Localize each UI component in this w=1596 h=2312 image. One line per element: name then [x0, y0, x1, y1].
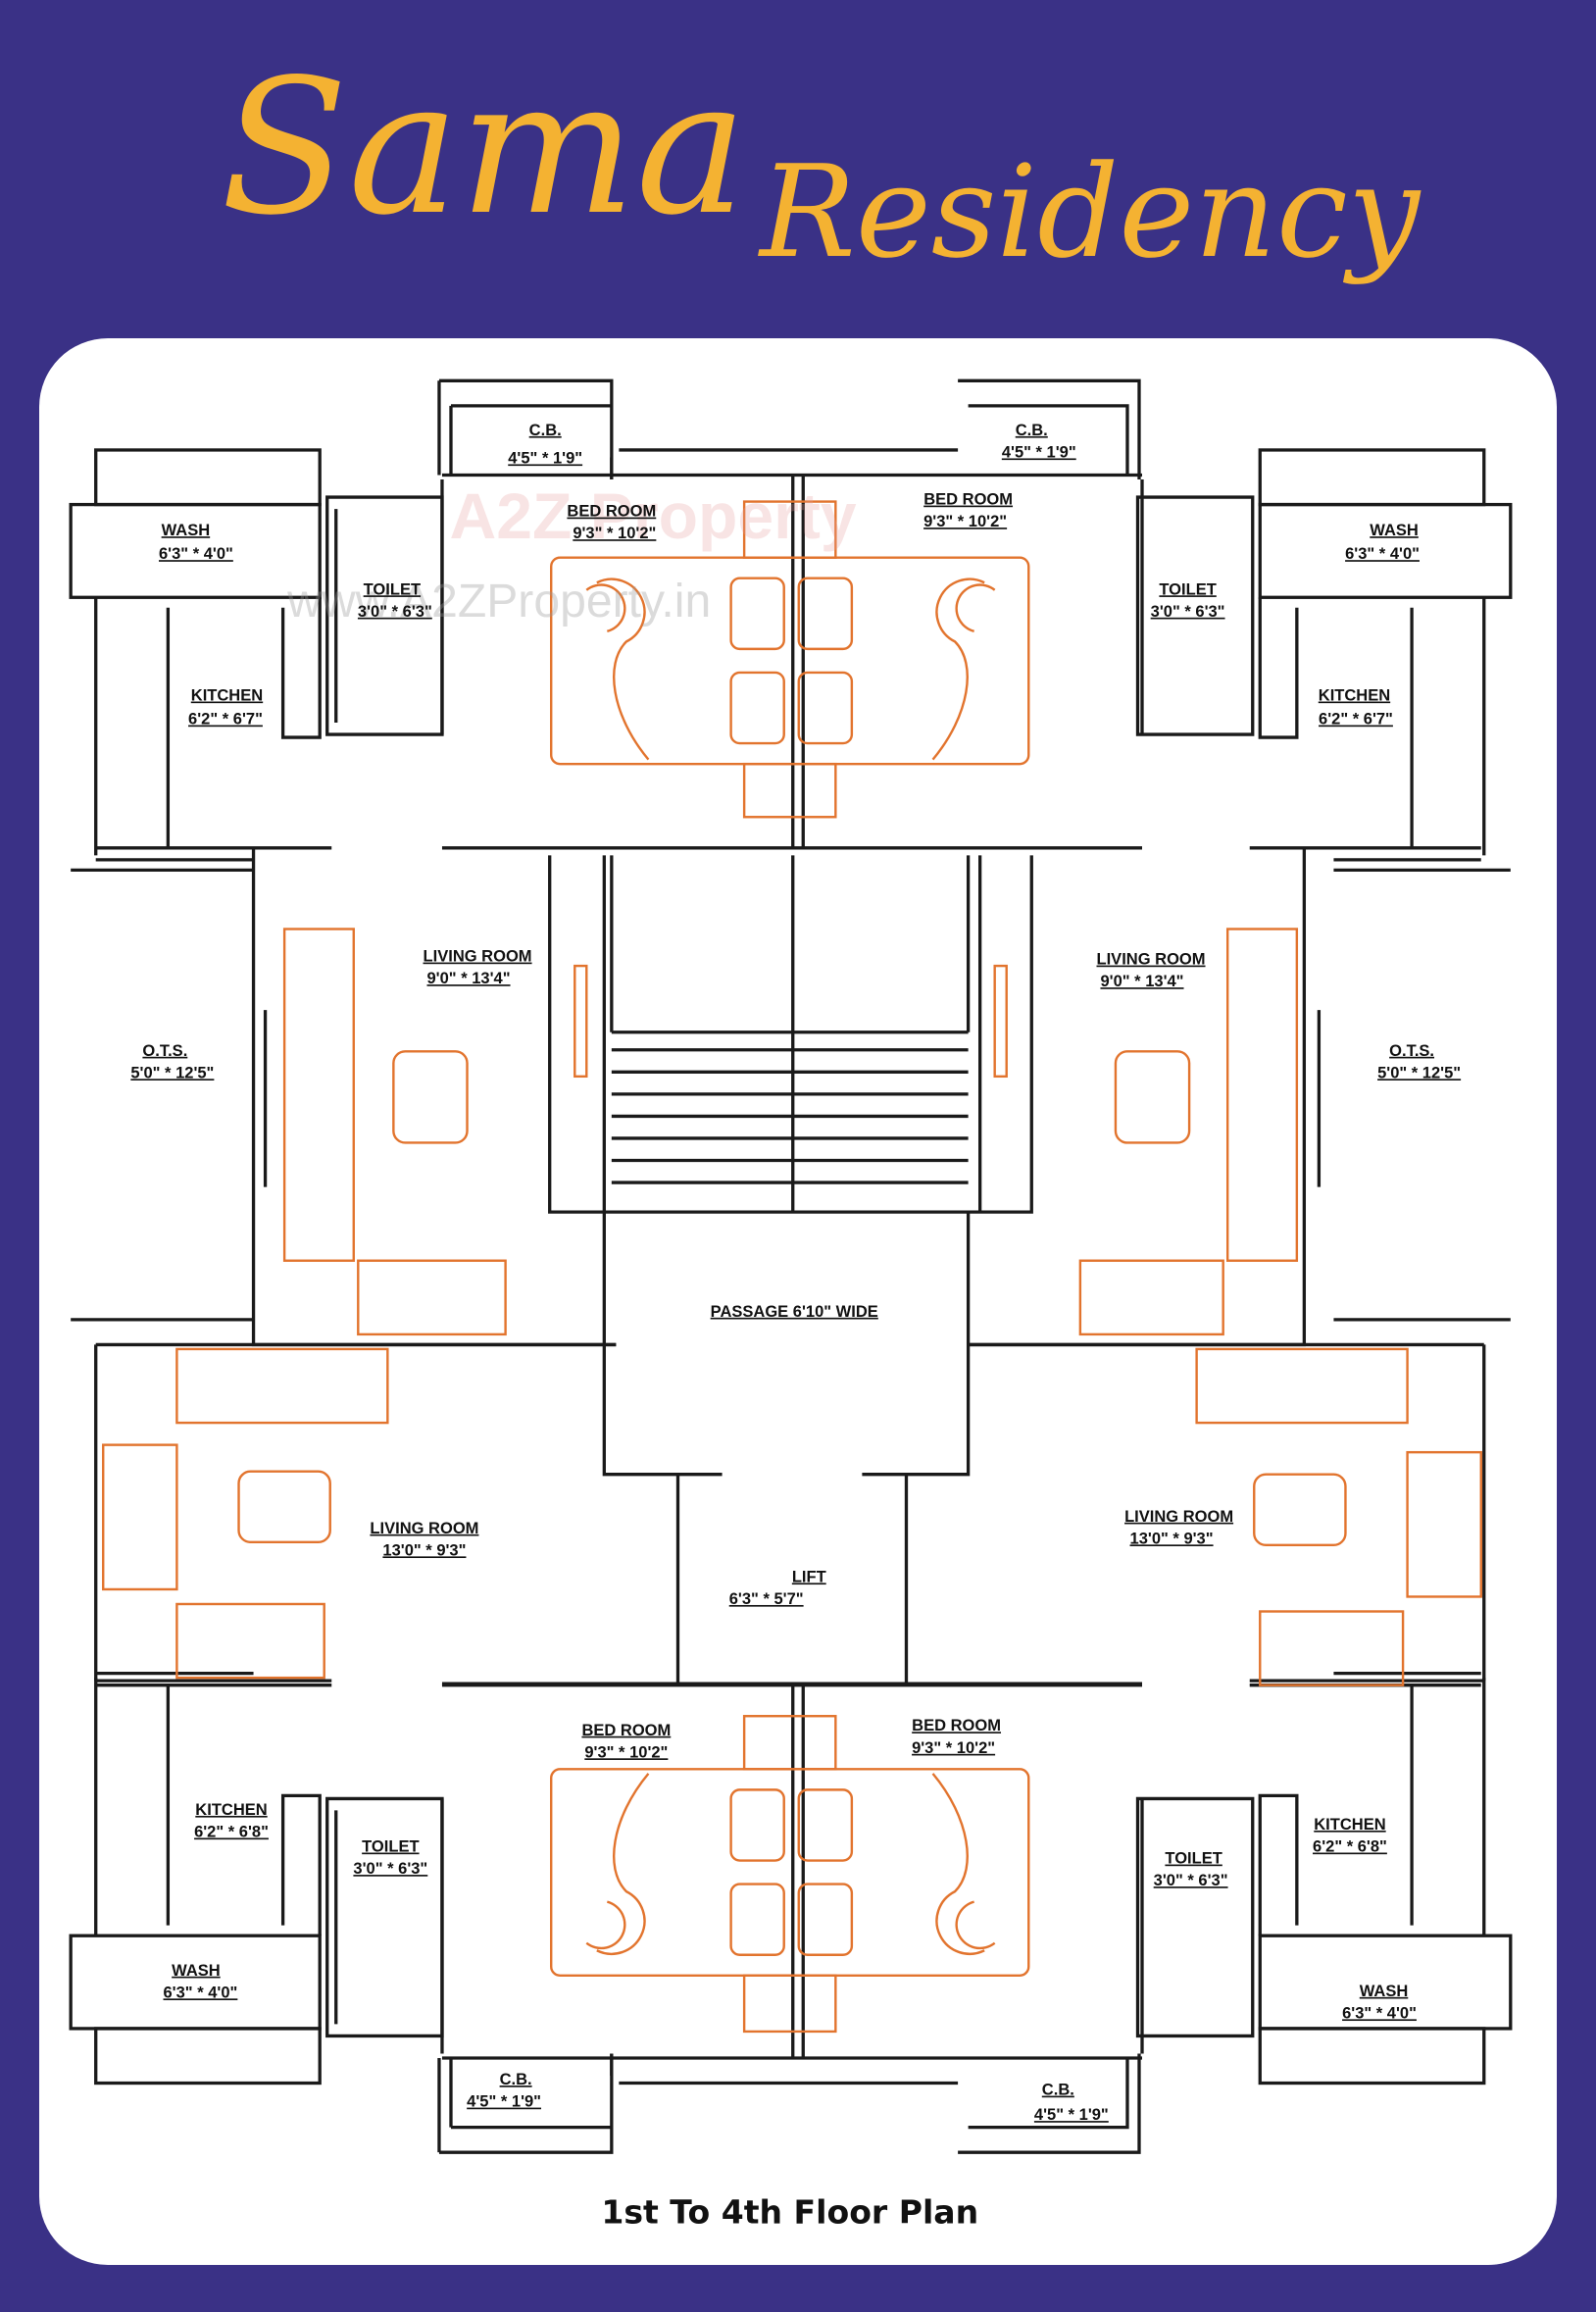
room-name: LIVING ROOM — [1124, 1507, 1233, 1526]
core-walls — [71, 847, 1511, 1685]
room-name: TOILET — [364, 579, 421, 598]
room-name: LIVING ROOM — [424, 947, 532, 966]
room-size: 6'3" * 4'0" — [1345, 544, 1420, 563]
room-name: KITCHEN — [191, 686, 263, 705]
plan-title: 1st To 4th Floor Plan — [601, 2192, 978, 2231]
brand-title-sama: Sama — [221, 39, 747, 256]
room-size: 6'3" * 5'7" — [729, 1589, 804, 1608]
room-size: 3'0" * 6'3" — [353, 1859, 427, 1878]
room-name: C.B. — [500, 2070, 532, 2088]
room-name: BED ROOM — [567, 502, 656, 521]
room-name: WASH — [1360, 1982, 1409, 2000]
room-size: 6'2" * 6'8" — [194, 1822, 269, 1840]
room-name: O.T.S. — [1389, 1041, 1434, 1060]
room-size: 6'3" * 4'0" — [164, 1983, 238, 2001]
room-size: 9'0" * 13'4" — [427, 969, 511, 987]
lower-units — [69, 1671, 1513, 2154]
room-name: LIVING ROOM — [1097, 950, 1206, 969]
room-name: WASH — [162, 521, 211, 539]
room-size: 9'3" * 10'2" — [584, 1742, 668, 1761]
room-name: KITCHEN — [1319, 686, 1390, 705]
room-size: 6'2" * 6'7" — [188, 710, 263, 729]
room-size: 5'0" * 12'5" — [130, 1063, 214, 1081]
room-size: 6'2" * 6'8" — [1313, 1837, 1387, 1856]
room-size: 3'0" * 6'3" — [1151, 602, 1225, 621]
living-room-furniture — [102, 928, 1482, 1686]
room-size: 4'5" * 1'9" — [508, 448, 582, 467]
room-name: TOILET — [362, 1837, 419, 1856]
room-name: C.B. — [1042, 2081, 1074, 2099]
room-labels: C.B. 4'5" * 1'9" C.B. 4'5" * 1'9" BED RO… — [130, 421, 1461, 2124]
room-size: 4'5" * 1'9" — [467, 2092, 541, 2111]
room-name: LIVING ROOM — [370, 1519, 478, 1537]
room-name: C.B. — [529, 421, 562, 439]
room-name: BED ROOM — [923, 490, 1013, 509]
room-name: BED ROOM — [581, 1721, 671, 1739]
room-size: 6'2" * 6'7" — [1319, 710, 1393, 729]
watermark-url: www.A2ZProperty.in — [286, 575, 711, 628]
watermark-logo: A2Z Property — [449, 480, 856, 553]
room-name: WASH — [1370, 521, 1419, 539]
room-size: 9'3" * 10'2" — [573, 524, 656, 542]
room-name: BED ROOM — [912, 1716, 1001, 1734]
room-size: 13'0" * 9'3" — [382, 1540, 466, 1559]
room-size: 6'3" * 4'0" — [159, 544, 233, 563]
room-name: WASH — [172, 1961, 221, 1980]
room-size: 4'5" * 1'9" — [1002, 442, 1076, 461]
room-size: 9'3" * 10'2" — [912, 1738, 995, 1757]
room-name: KITCHEN — [1314, 1815, 1385, 1834]
room-name: LIFT — [792, 1567, 826, 1585]
room-size: 3'0" * 6'3" — [358, 602, 432, 621]
room-size: 9'0" * 13'4" — [1100, 972, 1183, 990]
room-size: 5'0" * 12'5" — [1377, 1063, 1461, 1081]
room-size: 6'3" * 4'0" — [1342, 2003, 1417, 2022]
room-name: TOILET — [1159, 579, 1216, 598]
room-name: C.B. — [1016, 421, 1048, 439]
room-name: KITCHEN — [195, 1800, 267, 1819]
room-size: 3'0" * 6'3" — [1154, 1871, 1228, 1889]
brand-title-residency: Residency — [760, 137, 1421, 286]
passage-label: PASSAGE 6'10" WIDE — [711, 1302, 878, 1321]
room-name: O.T.S. — [142, 1041, 187, 1060]
room-size: 13'0" * 9'3" — [1130, 1529, 1214, 1547]
room-name: TOILET — [1165, 1849, 1222, 1868]
room-size: 4'5" * 1'9" — [1034, 2105, 1109, 2124]
room-size: 9'3" * 10'2" — [923, 512, 1007, 530]
